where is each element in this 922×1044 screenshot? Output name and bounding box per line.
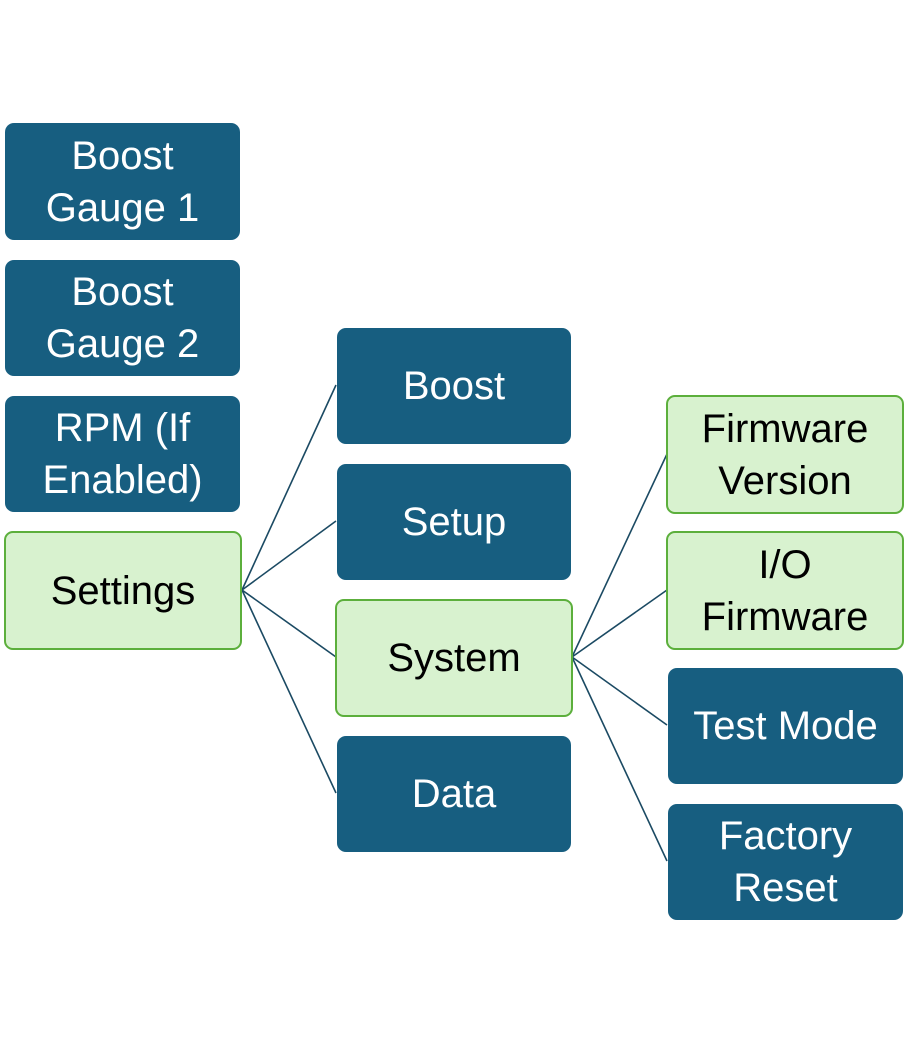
node-data[interactable]: Data	[337, 736, 571, 852]
edge-system-test-mode	[571, 656, 668, 726]
edge-system-io-firmware	[571, 589, 668, 658]
node-io-firmware[interactable]: I/O Firmware	[666, 531, 904, 650]
node-boost[interactable]: Boost	[337, 328, 571, 444]
node-rpm[interactable]: RPM (If Enabled)	[5, 396, 240, 512]
node-setup[interactable]: Setup	[337, 464, 571, 580]
node-firmware-version[interactable]: Firmware Version	[666, 395, 904, 514]
edge-settings-setup	[241, 520, 337, 591]
node-test-mode[interactable]: Test Mode	[668, 668, 903, 784]
edge-settings-system	[241, 589, 337, 658]
edge-system-firmware-version	[571, 453, 668, 658]
edge-settings-boost	[241, 384, 337, 591]
edge-settings-data	[241, 589, 337, 794]
node-settings[interactable]: Settings	[4, 531, 242, 650]
node-boost-gauge-1[interactable]: Boost Gauge 1	[5, 123, 240, 240]
node-factory-reset[interactable]: Factory Reset	[668, 804, 903, 920]
edge-system-factory-reset	[571, 656, 668, 862]
node-system[interactable]: System	[335, 599, 573, 717]
node-boost-gauge-2[interactable]: Boost Gauge 2	[5, 260, 240, 376]
